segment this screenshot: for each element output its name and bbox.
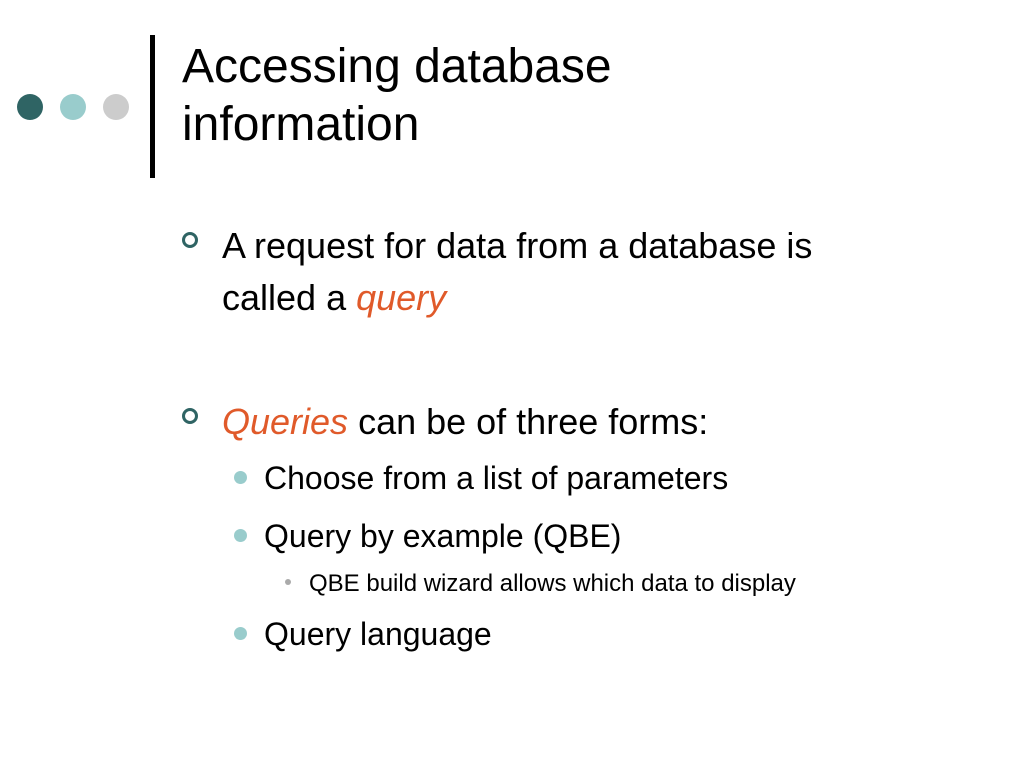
emphasis-query: query <box>356 277 447 318</box>
third-level-bullet-text: QBE build wizard allows which data to di… <box>309 570 796 597</box>
dot-bullet-icon <box>234 471 247 484</box>
decorative-dot-dark <box>17 94 43 120</box>
title-divider <box>150 35 155 178</box>
decorative-dot-teal <box>60 94 86 120</box>
dot-bullet-icon <box>234 529 247 542</box>
ring-bullet-icon <box>182 408 198 424</box>
bullet-text: Queries can be of three forms: <box>222 396 982 448</box>
slide-title: Accessing database information <box>182 38 982 154</box>
slide-title-line-1: Accessing database <box>182 40 612 93</box>
slide-title-line-2: information <box>182 98 420 151</box>
bullet-text-line-2: called a <box>222 277 357 318</box>
bullet-text-line-1: A request for data from a database is <box>222 225 813 266</box>
decorative-dot-gray <box>103 94 129 120</box>
emphasis-queries: Queries <box>222 401 349 442</box>
small-dot-bullet-icon <box>285 579 291 585</box>
ring-bullet-icon <box>182 232 198 248</box>
bullet-text-rest: can be of three forms: <box>348 401 709 442</box>
sub-bullet-text: Choose from a list of parameters <box>264 460 729 496</box>
dot-bullet-icon <box>234 627 247 640</box>
sub-bullet-text: Query language <box>264 616 492 652</box>
bullet-text: A request for data from a database is ca… <box>222 220 982 324</box>
sub-bullet-text: Query by example (QBE) <box>264 518 622 554</box>
